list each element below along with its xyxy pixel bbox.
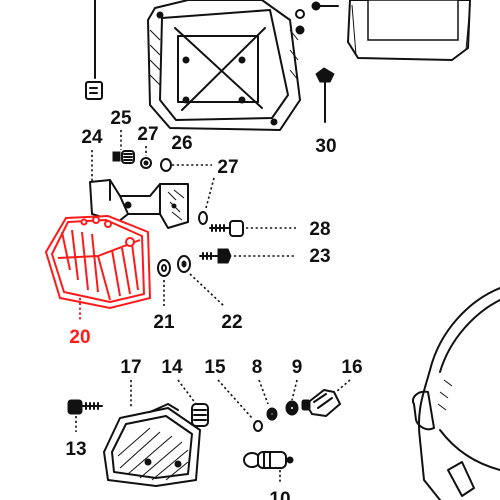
lens-plate [347,0,471,61]
callout-27b: 27 [217,157,238,178]
nut-8-hole [269,411,275,417]
leader-27b-to-washer [205,177,215,209]
leader-22 [189,273,225,307]
callout-30: 30 [315,136,336,157]
bolt-30-head [315,67,335,83]
screw-13 [67,399,103,415]
washer-26 [160,158,172,172]
washer-22-hole [181,260,187,268]
callout-13: 13 [65,439,86,460]
part-20-highlighted [44,214,152,310]
fastener-group-25 [112,150,135,164]
callout-10: 10 [269,489,290,500]
callout-27a: 27 [137,124,158,145]
leader-15 [217,379,253,419]
grommet-14 [191,403,209,427]
screw-23 [199,248,232,264]
washer-27b [198,211,208,225]
callout-8: 8 [252,357,263,378]
bracket-24 [89,179,189,229]
callout-17: 17 [120,357,141,378]
washer-27a-hole [143,160,149,166]
callout-23: 23 [309,246,330,267]
callout-22: 22 [221,312,242,333]
washer-small [295,9,305,19]
screw-head [311,1,321,11]
vehicle-body-outline [412,287,500,500]
nut-small [295,25,305,35]
connector-16 [301,389,341,417]
washer-9-hole [289,405,295,411]
washer-15 [253,420,263,432]
bulb-10 [243,451,294,469]
screw-28 [209,220,244,237]
callout-26: 26 [171,133,192,154]
leader-16 [335,379,351,393]
leader-14 [177,379,197,405]
callout-15: 15 [204,357,226,378]
rod-clip-detail [89,87,98,94]
callout-28: 28 [309,219,330,240]
callout-9: 9 [292,357,303,378]
callout-16: 16 [341,357,362,378]
leader-8 [258,379,269,405]
callout-14: 14 [161,357,183,378]
washer-21-hole [161,264,167,272]
lamp-housing [147,0,301,131]
rod-clip [85,81,103,100]
lens-17 [103,403,201,487]
leader-9 [291,379,298,401]
callout-25: 25 [110,108,132,129]
callout-21: 21 [153,312,175,333]
callout-20: 20 [69,327,90,348]
callout-24: 24 [81,127,103,148]
